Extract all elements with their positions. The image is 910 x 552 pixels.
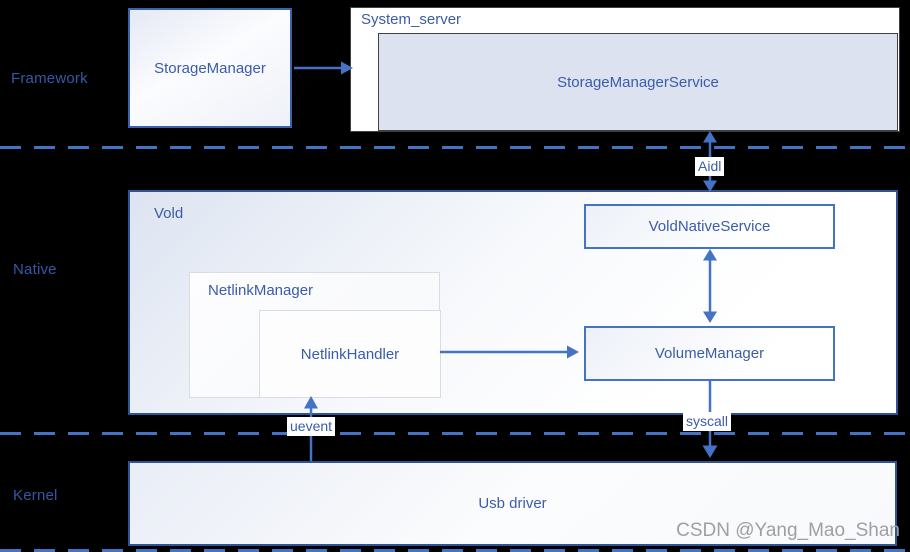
storage-manager-service-box: StorageManagerService bbox=[378, 33, 898, 131]
syscall-label: syscall bbox=[683, 412, 732, 431]
bottom-separator bbox=[0, 549, 910, 552]
vold-box: Vold NetlinkManager NetlinkHandler VoldN… bbox=[128, 190, 898, 415]
aidl-label: Aidl bbox=[695, 157, 725, 176]
netlink-manager-label: NetlinkManager bbox=[208, 282, 314, 299]
vold-native-service-box: VoldNativeService bbox=[584, 204, 835, 249]
layer-label-native: Native bbox=[13, 261, 57, 278]
native-kernel-separator bbox=[0, 432, 910, 435]
storage-manager-box: StorageManager bbox=[128, 8, 292, 128]
layer-label-framework: Framework bbox=[11, 70, 88, 87]
netlink-handler-box: NetlinkHandler bbox=[259, 310, 441, 398]
storage-manager-to-system-server-arrow bbox=[294, 61, 353, 75]
csdn-watermark: CSDN @Yang_Mao_Shan bbox=[676, 520, 900, 541]
layer-label-kernel: Kernel bbox=[13, 487, 58, 504]
uevent-label: uevent bbox=[287, 417, 336, 436]
vold-label: Vold bbox=[154, 205, 184, 222]
volume-manager-box: VolumeManager bbox=[584, 326, 835, 381]
framework-native-separator bbox=[0, 146, 910, 149]
system-server-box: System_server StorageManagerService bbox=[350, 7, 900, 132]
system-server-label: System_server bbox=[361, 11, 462, 28]
usb-driver-box: Usb driver bbox=[128, 461, 897, 546]
